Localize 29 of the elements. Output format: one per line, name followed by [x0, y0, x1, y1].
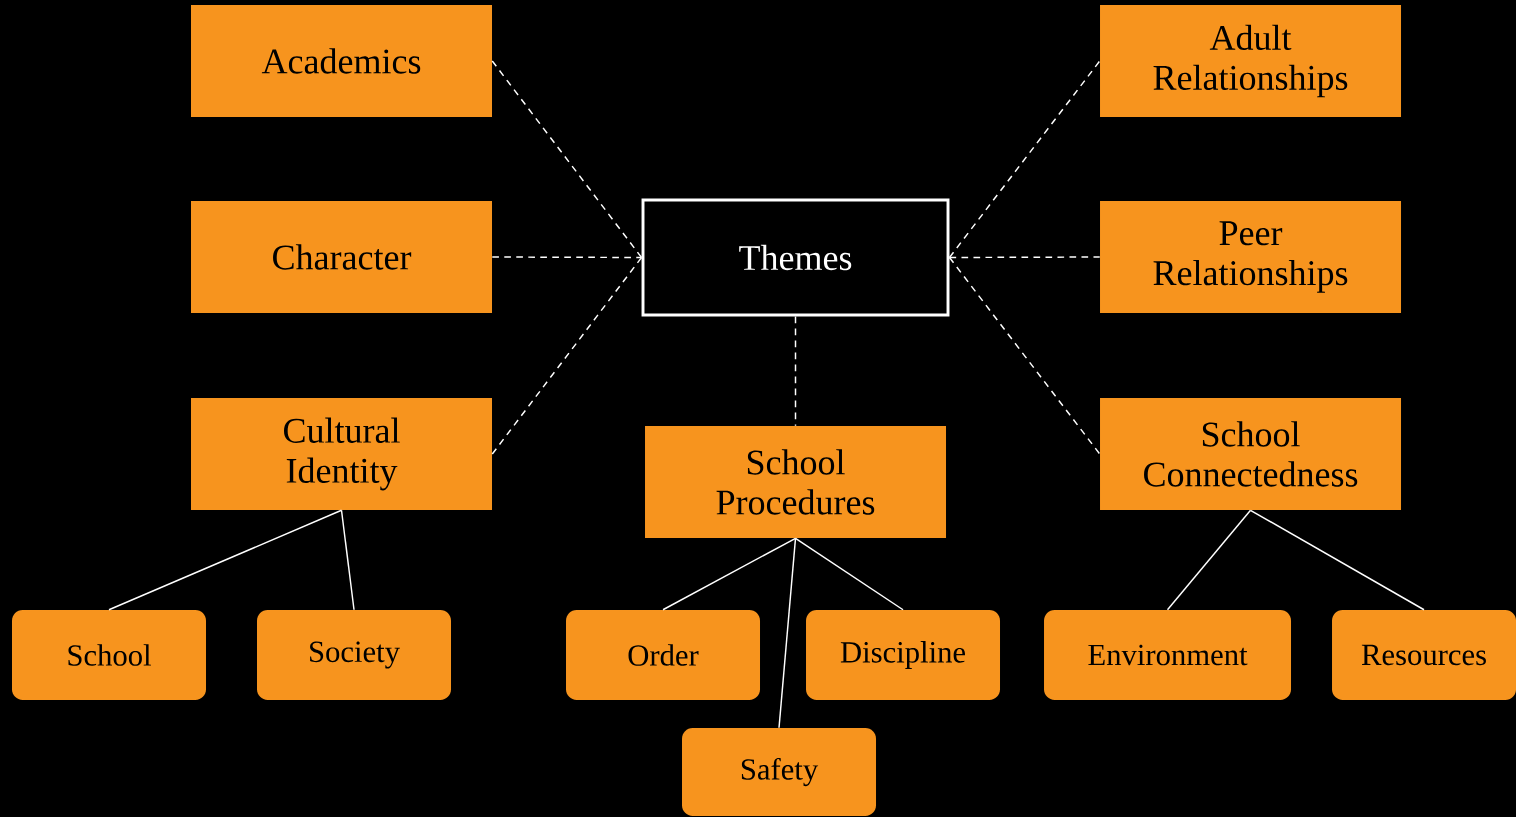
- theme-box: Character: [191, 201, 492, 313]
- subtheme-box: Order: [566, 610, 760, 700]
- dashed-connector: [794, 315, 797, 427]
- subtheme-box: School: [12, 610, 206, 700]
- connector-line: [108, 509, 343, 611]
- theme-box: School Procedures: [645, 426, 946, 538]
- dashed-connector: [491, 60, 643, 259]
- subtheme-box: Discipline: [806, 610, 1000, 700]
- dashed-connector: [948, 256, 1101, 455]
- theme-box: Cultural Identity: [191, 398, 492, 510]
- connector-line: [1166, 509, 1252, 611]
- subtheme-box: Resources: [1332, 610, 1516, 700]
- theme-box: Themes: [641, 198, 950, 317]
- connector-line: [340, 509, 355, 611]
- subtheme-box: Society: [257, 610, 451, 700]
- connector-line: [778, 537, 797, 729]
- subtheme-box: Environment: [1044, 610, 1291, 700]
- connector-line: [794, 537, 904, 611]
- dashed-connector: [948, 60, 1101, 259]
- dashed-connector: [491, 256, 643, 259]
- subtheme-box: Safety: [682, 728, 876, 816]
- dashed-connector: [491, 256, 643, 455]
- theme-box: Peer Relationships: [1100, 201, 1401, 313]
- connector-line: [662, 537, 797, 611]
- dashed-connector: [948, 256, 1101, 259]
- theme-box: School Connectedness: [1100, 398, 1401, 510]
- connector-line: [1249, 509, 1425, 611]
- theme-box: Academics: [191, 5, 492, 117]
- theme-box: Adult Relationships: [1100, 5, 1401, 117]
